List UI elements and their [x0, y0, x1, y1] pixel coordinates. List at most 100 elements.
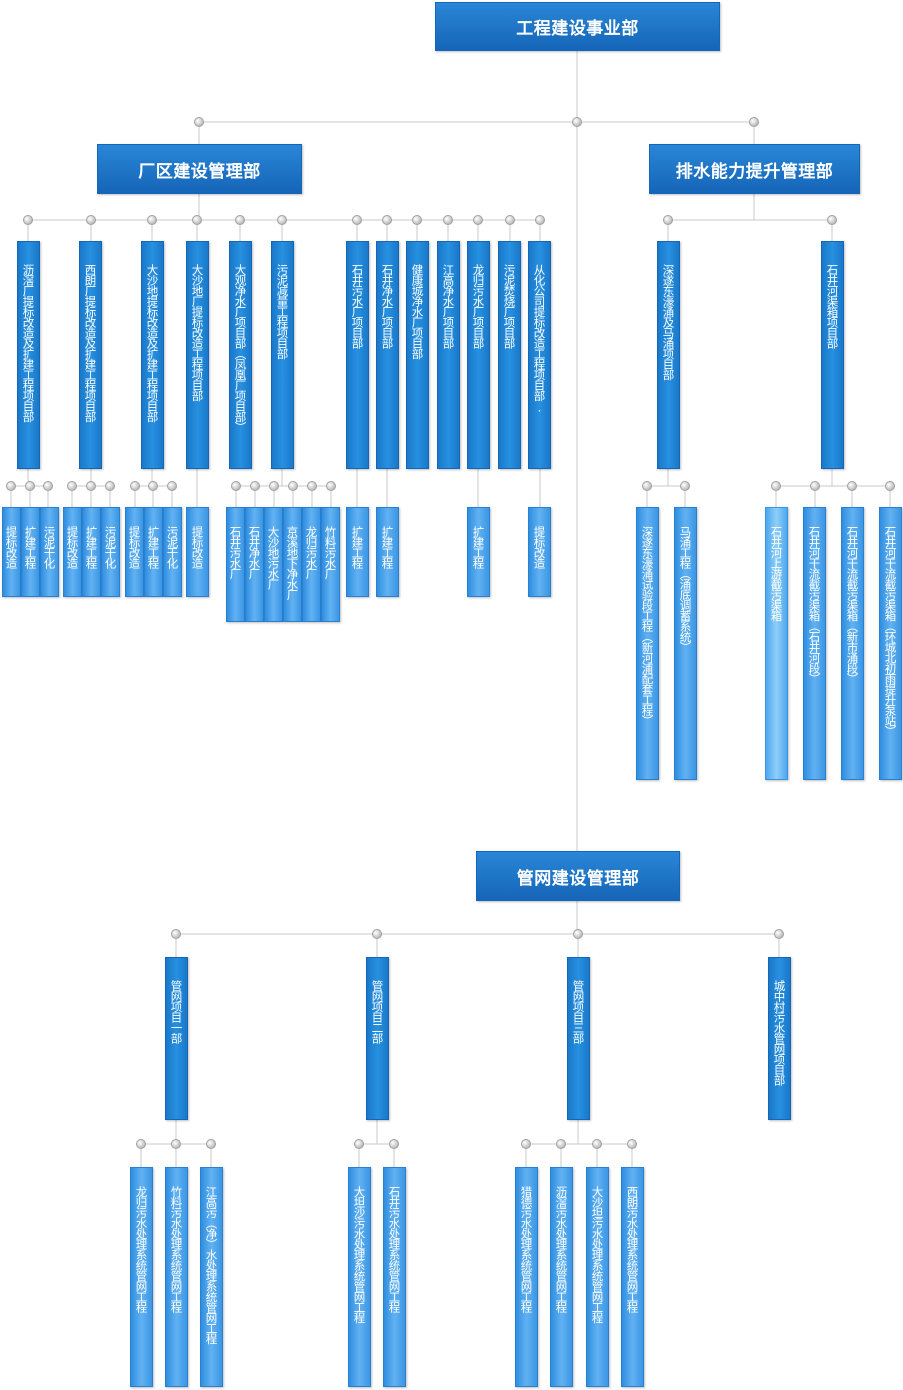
plant-dept-title: 厂区建设管理部 — [138, 161, 261, 182]
plant-project-7[interactable]: 石井污水厂项目部 — [346, 241, 369, 469]
connector-node — [86, 215, 96, 225]
plant-project-3[interactable]: 大沙地提标改造及扩建工程项目部 — [141, 241, 164, 469]
leaf-label: 猎德污水处理系统管网工程 — [519, 1186, 534, 1312]
project-label: 管网项目三部 — [571, 980, 586, 1043]
plant-leaf-6-6[interactable]: 竹料污水厂 — [321, 507, 340, 622]
pipe-dept-node[interactable]: 管网建设管理部 — [476, 851, 680, 901]
connector-node — [354, 1139, 364, 1149]
leaf-label: 污泥干化 — [103, 526, 118, 568]
connector-node — [771, 481, 781, 491]
connector-node — [521, 1139, 531, 1149]
plant-leaf-6-5[interactable]: 龙归污水厂 — [302, 507, 321, 622]
drain-leaf-2-1[interactable]: 石井河上游截污渠箱 — [765, 507, 788, 780]
drain-project-2[interactable]: 石井河渠箱项目部 — [821, 241, 844, 469]
plant-dept-node[interactable]: 厂区建设管理部 — [97, 144, 302, 194]
pipe-leaf-3-3[interactable]: 大沙坦污水处理系统管网工程 — [586, 1167, 609, 1387]
project-label: 江高净水厂项目部 — [441, 264, 456, 348]
drain-dept-node[interactable]: 排水能力提升管理部 — [649, 144, 860, 194]
plant-project-8[interactable]: 石井净水厂项目部 — [376, 241, 399, 469]
connector-node — [774, 929, 784, 939]
plant-leaf-2-2[interactable]: 扩建工程 — [82, 507, 101, 597]
pipe-project-4[interactable]: 城中村污水管网项目部 — [768, 957, 791, 1120]
project-label: 管网项目二部 — [370, 980, 385, 1043]
pipe-leaf-2-2[interactable]: 石井污水处理系统管网工程 — [383, 1167, 406, 1387]
plant-leaf-3-1[interactable]: 提标改造 — [125, 507, 144, 597]
leaf-label: 扩建工程 — [380, 526, 395, 568]
drain-leaf-1-1[interactable]: 深遂东濠涌试验段工程（新河浦配套工程） — [636, 507, 659, 780]
plant-project-4[interactable]: 大沙地厂提标改造工程项目部 — [186, 241, 209, 469]
drain-leaf-2-2[interactable]: 石井河干流截污渠箱（石井河段） — [803, 507, 826, 780]
connector-node — [130, 481, 140, 491]
plant-leaf-2-1[interactable]: 提标改造 — [63, 507, 82, 597]
pipe-leaf-3-2[interactable]: 沥滘污水处理系统管网工程 — [550, 1167, 573, 1387]
project-label: 大沙地厂提标改造工程项目部 — [190, 264, 205, 401]
connector-node — [535, 215, 545, 225]
connector-node — [473, 215, 483, 225]
plant-leaf-1-2[interactable]: 扩建工程 — [21, 507, 40, 597]
leaf-label: 提标改造 — [532, 526, 547, 568]
connector-node — [810, 481, 820, 491]
leaf-label: 提标改造 — [190, 526, 205, 568]
leaf-label: 江高污（净）水处理系统管网工程 — [204, 1186, 219, 1344]
connector-node — [171, 1139, 181, 1149]
connector-node — [250, 481, 260, 491]
plant-leaf-1-3[interactable]: 污泥干化 — [40, 507, 59, 597]
plant-project-10[interactable]: 江高净水厂项目部 — [437, 241, 460, 469]
project-label: 龙归污水厂项目部 — [471, 264, 486, 348]
plant-leaf-3-3[interactable]: 污泥干化 — [163, 507, 182, 597]
pipe-project-3[interactable]: 管网项目三部 — [567, 957, 590, 1120]
connector-node — [171, 929, 181, 939]
plant-project-1[interactable]: 沥滘厂提标改造及扩建工程项目部 — [17, 241, 40, 469]
pipe-project-2[interactable]: 管网项目二部 — [366, 957, 389, 1120]
pipe-leaf-1-2[interactable]: 竹料污水处理系统管网工程 — [165, 1167, 188, 1387]
plant-leaf-6-1[interactable]: 石井污水厂 — [226, 507, 245, 622]
connector-node — [288, 481, 298, 491]
connector-node — [505, 215, 515, 225]
plant-leaf-3-2[interactable]: 扩建工程 — [144, 507, 163, 597]
project-label: 沥滘厂提标改造及扩建工程项目部 — [21, 264, 36, 422]
leaf-label: 扩建工程 — [84, 526, 99, 568]
plant-leaf-8-1[interactable]: 扩建工程 — [376, 507, 399, 597]
project-label: 从化公司提标改造工程项目部. — [532, 264, 547, 414]
plant-leaf-13-1[interactable]: 提标改造 — [528, 507, 551, 597]
plant-project-6[interactable]: 污泥减量工程项目部 — [271, 241, 294, 469]
plant-project-12[interactable]: 污泥焚烧厂项目部 — [498, 241, 521, 469]
plant-project-9[interactable]: 健康城净水厂项目部 — [406, 241, 429, 469]
plant-project-2[interactable]: 西朗厂提标改造及扩建工程项目部 — [79, 241, 102, 469]
pipe-leaf-2-1[interactable]: 大坦沙污水处理系统管网工程 — [348, 1167, 371, 1387]
drain-leaf-1-2[interactable]: 马涌工程（涌底调蓄系统） — [674, 507, 697, 780]
plant-leaf-11-1[interactable]: 扩建工程 — [467, 507, 490, 597]
plant-leaf-7-1[interactable]: 扩建工程 — [346, 507, 369, 597]
pipe-leaf-3-4[interactable]: 西朗污水处理系统管网工程 — [621, 1167, 644, 1387]
plant-project-13[interactable]: 从化公司提标改造工程项目部. — [528, 241, 551, 469]
root-title: 工程建设事业部 — [516, 19, 639, 39]
project-label: 城中村污水管网项目部 — [772, 980, 787, 1085]
plant-project-11[interactable]: 龙归污水厂项目部 — [467, 241, 490, 469]
drain-leaf-2-4[interactable]: 石井河干流截污渠箱（环城北初雨提升泵站） — [879, 507, 902, 780]
connector-node — [592, 1139, 602, 1149]
connector-node — [277, 215, 287, 225]
leaf-label: 污泥干化 — [165, 526, 180, 568]
leaf-label: 提标改造 — [4, 526, 19, 568]
plant-project-5[interactable]: 大观净水厂项目部（凤凰厂项目部） — [229, 241, 252, 469]
leaf-label: 龙归污水处理系统管网工程 — [134, 1186, 149, 1312]
connector-node — [749, 117, 759, 127]
pipe-leaf-3-1[interactable]: 猎德污水处理系统管网工程 — [515, 1167, 538, 1387]
pipe-leaf-1-1[interactable]: 龙归污水处理系统管网工程 — [130, 1167, 153, 1387]
pipe-project-1[interactable]: 管网项目一部 — [165, 957, 188, 1120]
project-label: 石井污水厂项目部 — [350, 264, 365, 348]
pipe-leaf-1-3[interactable]: 江高污（净）水处理系统管网工程 — [200, 1167, 223, 1387]
drain-project-1[interactable]: 深遂东濠涌及马涌项目部 — [657, 241, 680, 469]
plant-leaf-1-1[interactable]: 提标改造 — [2, 507, 21, 597]
plant-leaf-6-4[interactable]: 京溪地下净水厂 — [283, 507, 302, 622]
plant-leaf-4-1[interactable]: 提标改造 — [186, 507, 209, 597]
plant-leaf-2-3[interactable]: 污泥干化 — [101, 507, 120, 597]
plant-leaf-6-2[interactable]: 石井净水厂 — [245, 507, 264, 622]
leaf-label: 石井污水处理系统管网工程 — [387, 1186, 402, 1312]
connector-node — [389, 1139, 399, 1149]
drain-leaf-2-3[interactable]: 石井河干流截污渠箱（新市涌段） — [841, 507, 864, 780]
leaf-label: 石井河干流截污渠箱（石井河段） — [807, 526, 822, 684]
leaf-label: 马涌工程（涌底调蓄系统） — [678, 526, 693, 652]
root-node[interactable]: 工程建设事业部 — [435, 2, 720, 51]
plant-leaf-6-3[interactable]: 大沙地污水厂 — [264, 507, 283, 622]
